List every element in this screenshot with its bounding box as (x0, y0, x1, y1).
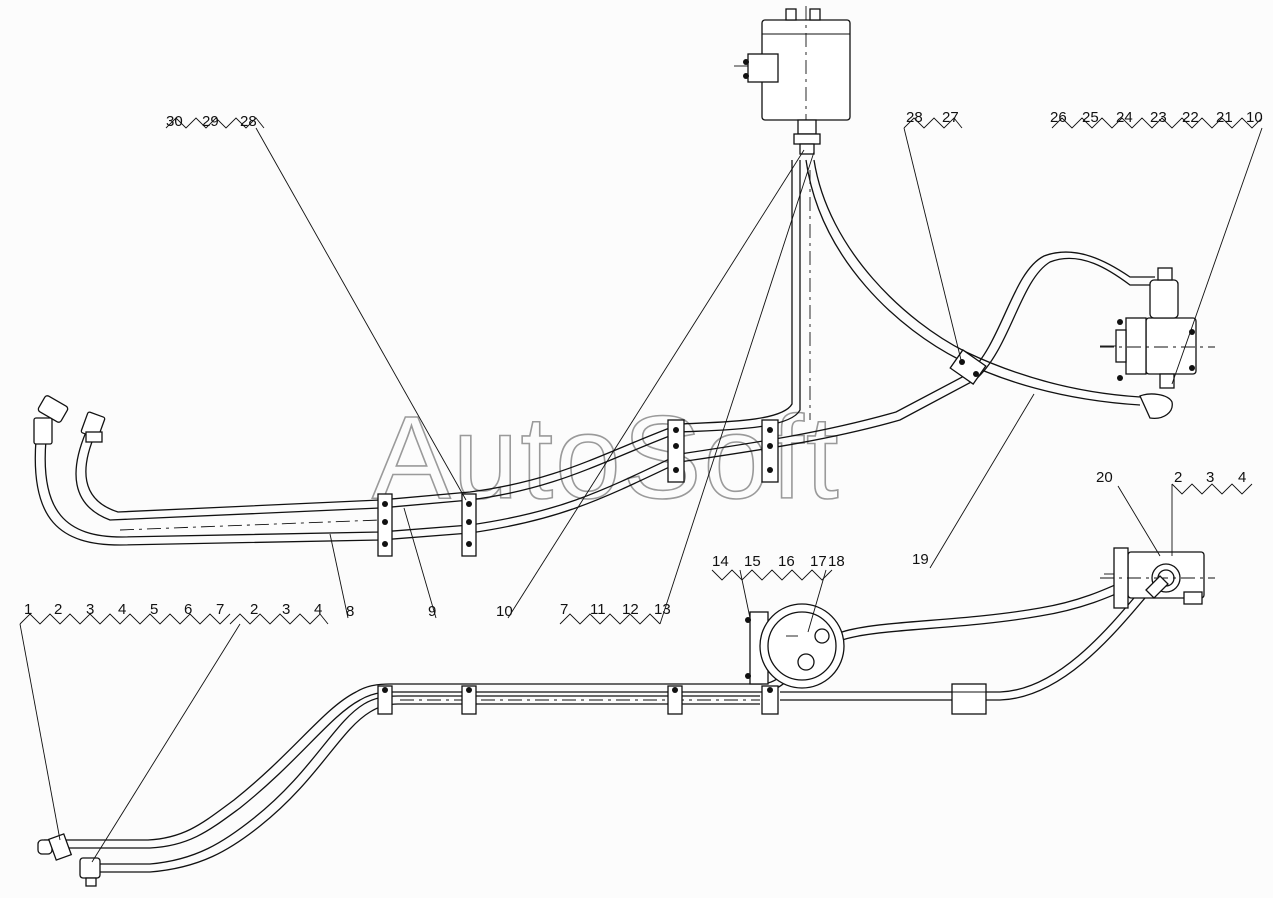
callout-14: 14 (712, 553, 729, 570)
callout-24: 24 (1116, 109, 1133, 126)
callout-3: 3 (1206, 469, 1214, 486)
clamp-lower-1 (377, 685, 393, 715)
callout-2: 2 (250, 601, 258, 618)
clamp-upper-4 (761, 419, 779, 483)
callout-5: 5 (150, 601, 158, 618)
callouts-30-29-28: 30 29 28 (166, 113, 257, 130)
clamp-lower-4 (761, 685, 779, 715)
callout-group-20: 20 (1096, 469, 1113, 486)
callout-26: 26 (1050, 109, 1067, 126)
callouts-14-to-18: 14 15 16 17 18 (712, 553, 845, 570)
callout-27: 27 (942, 109, 959, 126)
callout-7: 7 (560, 601, 568, 618)
clamp-upper-1 (377, 493, 393, 557)
callout-28: 28 (240, 113, 257, 130)
callout-19: 19 (912, 551, 929, 568)
clamp-lower-5 (951, 683, 987, 715)
callout-21: 21 (1216, 109, 1233, 126)
callout-25: 25 (1082, 109, 1099, 126)
callout-20: 20 (1096, 469, 1113, 486)
callout-15: 15 (744, 553, 761, 570)
callout-18: 18 (828, 553, 845, 570)
callout-16: 16 (778, 553, 795, 570)
callout-30: 30 (166, 113, 183, 130)
callout-22: 22 (1182, 109, 1199, 126)
callouts-2-3-4-right: 2 3 4 (1174, 469, 1246, 486)
callouts-26-to-10: 26 25 24 23 22 21 10 (1050, 109, 1263, 126)
callout-13: 13 (654, 601, 671, 618)
callout-2: 2 (54, 601, 62, 618)
callout-group-19: 19 (912, 551, 929, 568)
callout-group-9: 9 (428, 603, 436, 620)
clamp-lower-3 (667, 685, 683, 715)
callout-4: 4 (1238, 469, 1246, 486)
callout-group-10: 10 (496, 603, 513, 620)
callout-23: 23 (1150, 109, 1167, 126)
clamp-diagonal (949, 349, 987, 385)
callout-1: 1 (24, 601, 32, 618)
callout-11: 11 (590, 601, 606, 618)
callout-3: 3 (282, 601, 290, 618)
callout-10: 10 (1246, 109, 1263, 126)
steering-gear-unit (1100, 267, 1215, 419)
lower-right-valve (1100, 547, 1215, 609)
callout-7: 7 (216, 601, 224, 618)
callout-10: 10 (496, 603, 513, 620)
clamp-upper-2 (461, 493, 477, 557)
callouts-28-27: 28 27 (906, 109, 959, 126)
callout-29: 29 (202, 113, 219, 130)
callouts-7-11-12-13: 7 11 12 13 (560, 601, 671, 618)
oil-filter (745, 603, 845, 689)
callout-4: 4 (314, 601, 322, 618)
callout-17: 17 (810, 553, 827, 570)
leader-lines (19, 117, 1263, 863)
callout-4: 4 (118, 601, 126, 618)
callout-9: 9 (428, 603, 436, 620)
callouts-2-3-4-left: 2 3 4 (250, 601, 322, 618)
callout-28: 28 (906, 109, 923, 126)
clamp-upper-3 (667, 419, 685, 483)
callout-8: 8 (346, 603, 354, 620)
callout-2: 2 (1174, 469, 1182, 486)
callout-3: 3 (86, 601, 94, 618)
callouts-1-to-7: 1 2 3 4 5 6 7 (24, 601, 224, 618)
clamp-lower-2 (461, 685, 477, 715)
callout-group-8: 8 (346, 603, 354, 620)
oil-reservoir (734, 6, 851, 155)
callout-6: 6 (184, 601, 192, 618)
callout-12: 12 (622, 601, 639, 618)
